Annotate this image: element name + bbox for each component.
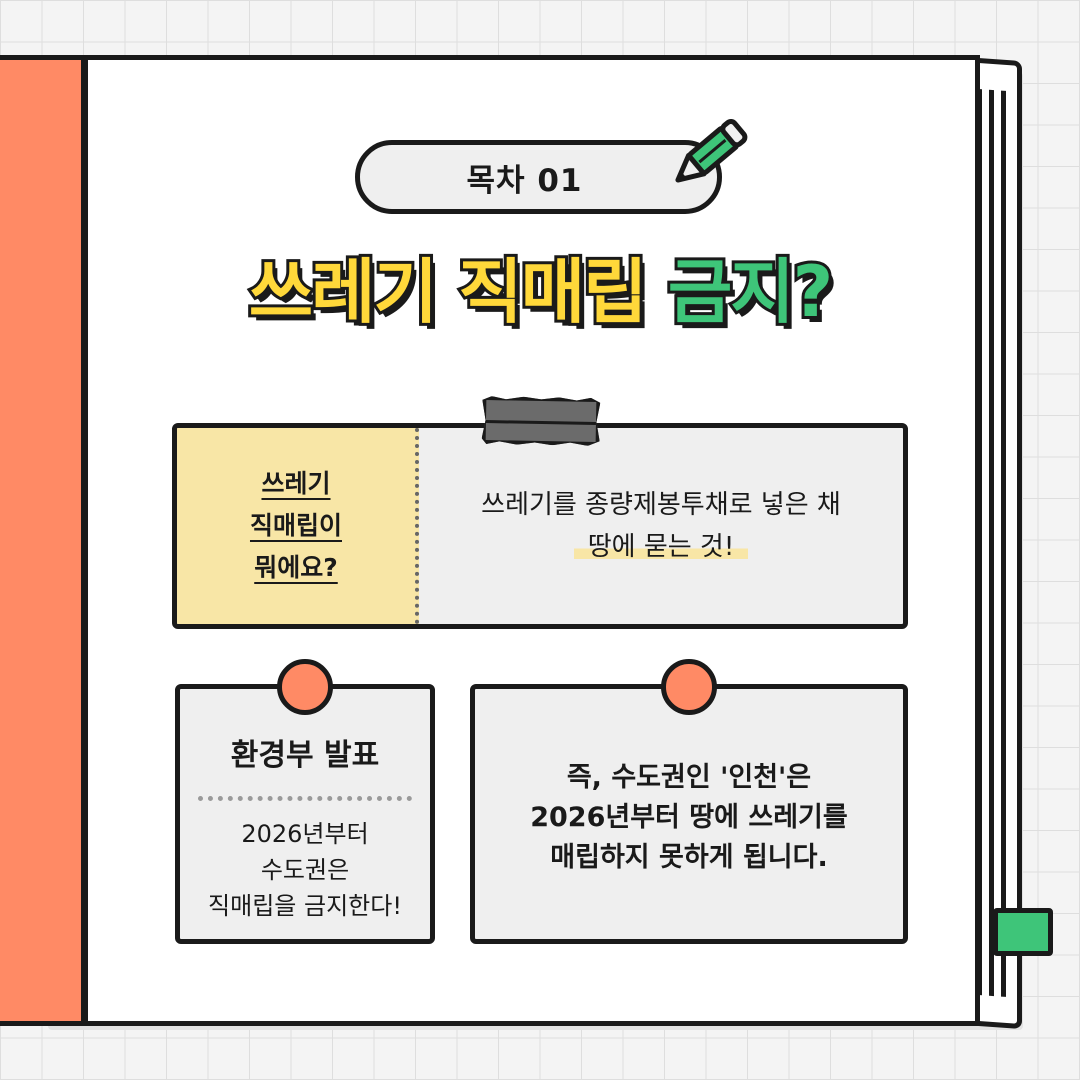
title-highlight-green: 금지? <box>665 248 836 336</box>
definition-answer: 쓰레기를 종량제봉투채로 넣은 채 땅에 묻는 것! <box>419 428 903 624</box>
section-label-pill: 목차 01 <box>355 140 722 214</box>
definition-question-panel: 쓰레기 직매립이 뭐에요? <box>177 428 419 624</box>
summary-line: 매립하지 못하게 됩니다. <box>550 842 828 873</box>
definition-card: 쓰레기 직매립이 뭐에요? 쓰레기를 종량제봉투채로 넣은 채 땅에 묻는 것! <box>172 423 908 629</box>
question-line: 뭐에요? <box>254 553 338 582</box>
book-spine <box>0 55 86 1026</box>
pin-icon <box>277 659 333 715</box>
announcement-body: 2026년부터 수도권은 직매립을 금지한다! <box>175 816 435 924</box>
tape-decoration <box>482 396 601 446</box>
bookmark-tab <box>993 908 1053 956</box>
summary-line: 2026년부터 땅에 쓰레기를 <box>530 802 848 833</box>
summary-body: 즉, 수도권인 '인천'은 2026년부터 땅에 쓰레기를 매립하지 못하게 됩… <box>470 758 908 878</box>
announcement-line: 2026년부터 <box>241 820 369 848</box>
page-title: 쓰레기 직매립 금지? <box>0 236 1080 337</box>
question-line: 쓰레기 <box>261 469 331 498</box>
dotted-divider <box>198 796 412 801</box>
answer-line: 쓰레기를 종량제봉투채로 넣은 채 <box>481 490 841 520</box>
announcement-line: 수도권은 <box>260 856 350 884</box>
definition-question: 쓰레기 직매립이 뭐에요? <box>250 463 342 589</box>
pin-icon <box>661 659 717 715</box>
answer-line-highlighted: 땅에 묻는 것! <box>573 532 749 562</box>
announcement-title: 환경부 발표 <box>230 738 380 773</box>
summary-card <box>470 684 908 944</box>
announcement-line: 직매립을 금지한다! <box>208 892 402 920</box>
pencil-icon <box>675 118 748 183</box>
question-line: 직매립이 <box>249 511 342 540</box>
title-highlight-yellow: 쓰레기 직매립 <box>246 248 651 336</box>
section-label: 목차 01 <box>466 162 583 199</box>
summary-line: 즉, 수도권인 '인천'은 <box>566 762 812 793</box>
